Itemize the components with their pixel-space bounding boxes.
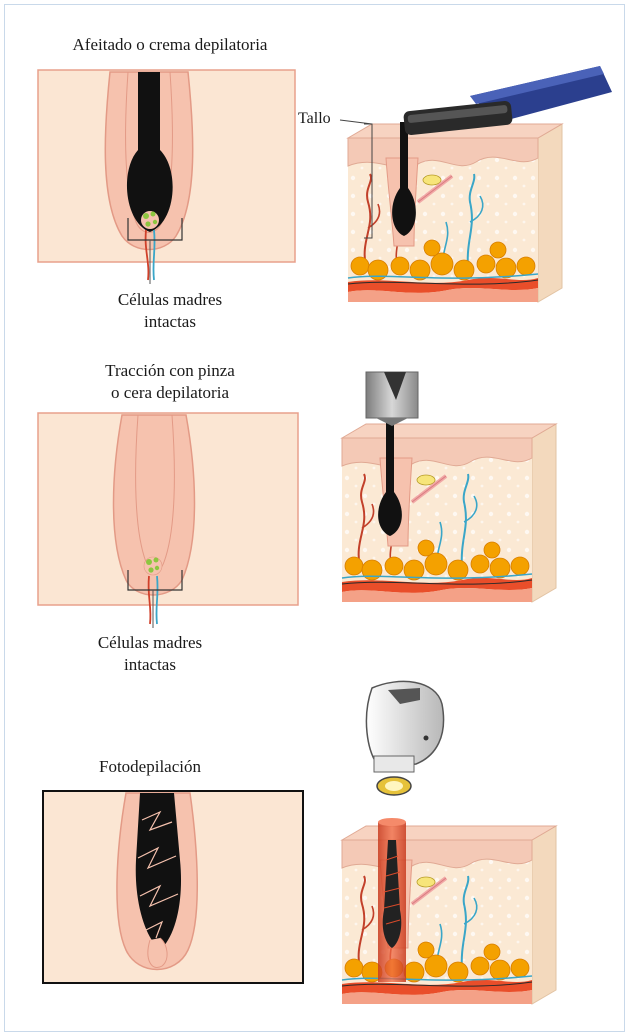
label-stem-cells-1: Células madres intactas	[60, 289, 280, 333]
label-stem-cells-2: Células madres intactas	[40, 632, 260, 676]
tweezer-icon	[366, 372, 418, 426]
skin-block-3	[342, 818, 556, 1004]
skin-block-2	[342, 418, 556, 602]
skin-block-1	[348, 122, 562, 302]
label-tweezing-line1: Tracción con pinza	[60, 360, 280, 382]
label-tweezing-line2: o cera depilatoria	[60, 382, 280, 404]
laser-device-icon	[366, 681, 443, 795]
label-stem-cells-1-line1: Células madres	[60, 289, 280, 311]
label-shaving: Afeitado o crema depilatoria	[20, 34, 320, 56]
label-shaft: Tallo	[298, 108, 331, 130]
stem-cells-1	[141, 211, 159, 229]
label-tweezing: Tracción con pinza o cera depilatoria	[60, 360, 280, 404]
label-stem-cells-1-line2: intactas	[60, 311, 280, 333]
label-photo: Fotodepilación	[40, 756, 260, 778]
label-stem-cells-2-line1: Células madres	[40, 632, 260, 654]
stem-cells-2	[144, 557, 162, 575]
label-stem-cells-2-line2: intactas	[40, 654, 260, 676]
